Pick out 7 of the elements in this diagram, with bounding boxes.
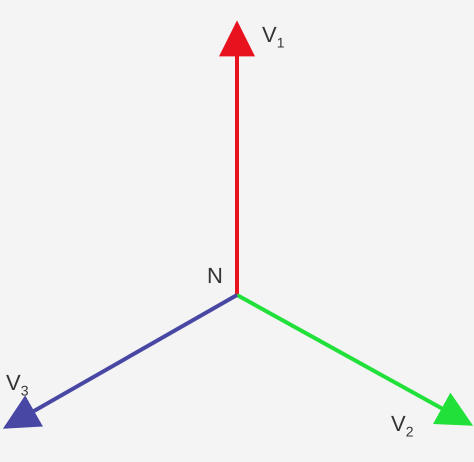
node-label: V$_{3}$ — [6, 372, 36, 400]
phasor-arrow — [2, 293, 238, 429]
phasor-arrow — [236, 293, 474, 426]
node-label: V$_{2}$ — [391, 413, 421, 441]
node-label: N — [207, 265, 237, 295]
node-label: V$_{1}$ — [262, 24, 292, 52]
phasor-arrow — [219, 20, 255, 295]
